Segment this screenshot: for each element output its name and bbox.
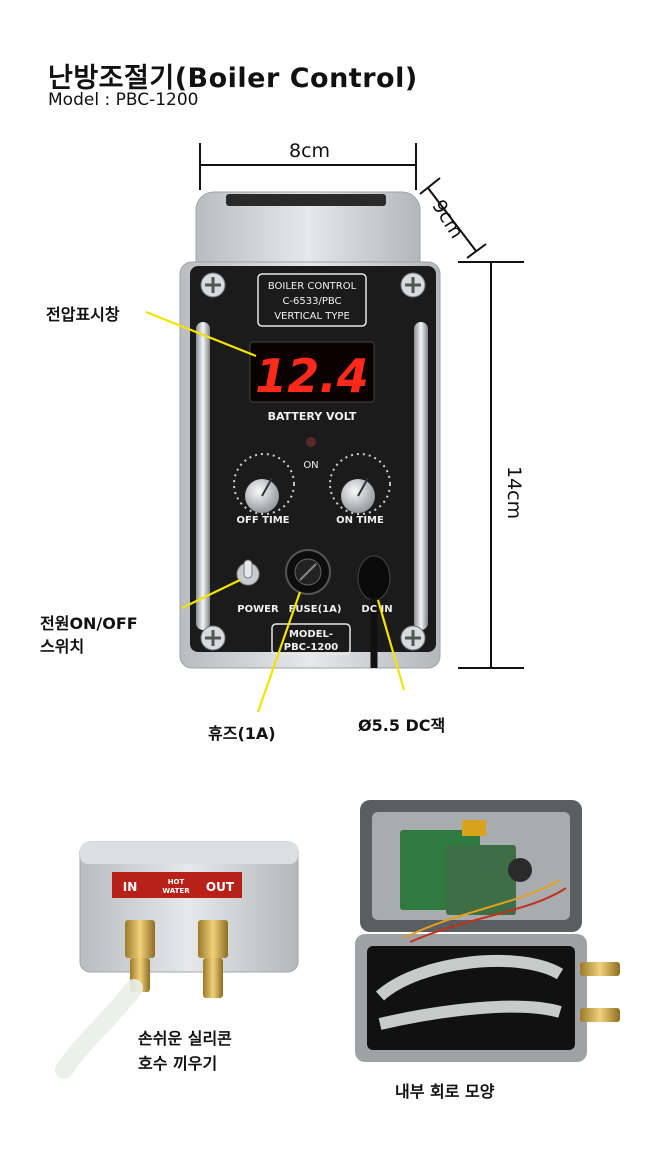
width-dimension (199, 143, 417, 190)
boiler-control-device: BOILER CONTROL C-6533/PBC VERTICAL TYPE … (179, 191, 441, 669)
on-label: ON (303, 460, 318, 471)
model-subtitle: Model : PBC-1200 (48, 90, 199, 110)
on-indicator-led (306, 437, 316, 447)
width-label: 8cm (289, 140, 331, 162)
off-time-knob (233, 453, 295, 515)
callout-dc-jack: Ø5.5 DC잭 (358, 716, 446, 735)
out-label: OUT (206, 880, 235, 894)
model-plate-line-2: PBC-1200 (284, 642, 339, 653)
voltage-display-value: 12.4 (255, 349, 369, 403)
height-dimension (458, 261, 524, 669)
right-handle-rail (414, 322, 428, 630)
nameplate-line-3: VERTICAL TYPE (274, 311, 350, 322)
nameplate (257, 273, 367, 327)
callout-internal: 내부 회로 모양 (395, 1082, 495, 1101)
callout-hose-line-2: 호수 끼우기 (138, 1054, 218, 1073)
depth-dimension (419, 177, 487, 259)
hose-connector-photo: IN HOT WATER OUT (55, 841, 299, 1079)
callout-leaders (145, 310, 406, 713)
on-time-knob (329, 453, 391, 515)
model-plate (271, 623, 351, 655)
height-label: 14cm (503, 466, 525, 520)
left-handle-rail (196, 322, 210, 630)
battery-volt-caption: BATTERY VOLT (268, 410, 357, 423)
water-label: WATER (162, 887, 190, 895)
power-label: POWER (237, 604, 279, 615)
fuse-label: FUSE(1A) (289, 604, 342, 615)
dc-in-label: DC IN (361, 604, 392, 615)
nameplate-line-1: BOILER CONTROL (268, 281, 357, 292)
internal-circuit-photo (355, 800, 620, 1062)
callout-display: 전압표시창 (46, 305, 120, 324)
nameplate-line-2: C-6533/PBC (282, 296, 341, 307)
on-time-label: ON TIME (336, 515, 384, 526)
fuse-holder (285, 549, 331, 595)
model-plate-line-1: MODEL- (289, 629, 333, 640)
power-switch (236, 559, 260, 586)
dc-jack (357, 555, 391, 668)
voltage-display (249, 341, 375, 403)
callout-switch-line-2: 스위치 (40, 637, 85, 656)
callout-switch-line-1: 전원ON/OFF (40, 614, 138, 633)
callout-fuse: 휴즈(1A) (208, 724, 276, 743)
off-time-label: OFF TIME (237, 515, 290, 526)
callout-hose-line-1: 손쉬운 실리콘 (138, 1029, 232, 1048)
hot-label: HOT (168, 878, 185, 886)
page-title: 난방조절기(Boiler Control) (48, 63, 418, 94)
in-label: IN (123, 880, 138, 894)
in-out-plate (112, 872, 242, 898)
